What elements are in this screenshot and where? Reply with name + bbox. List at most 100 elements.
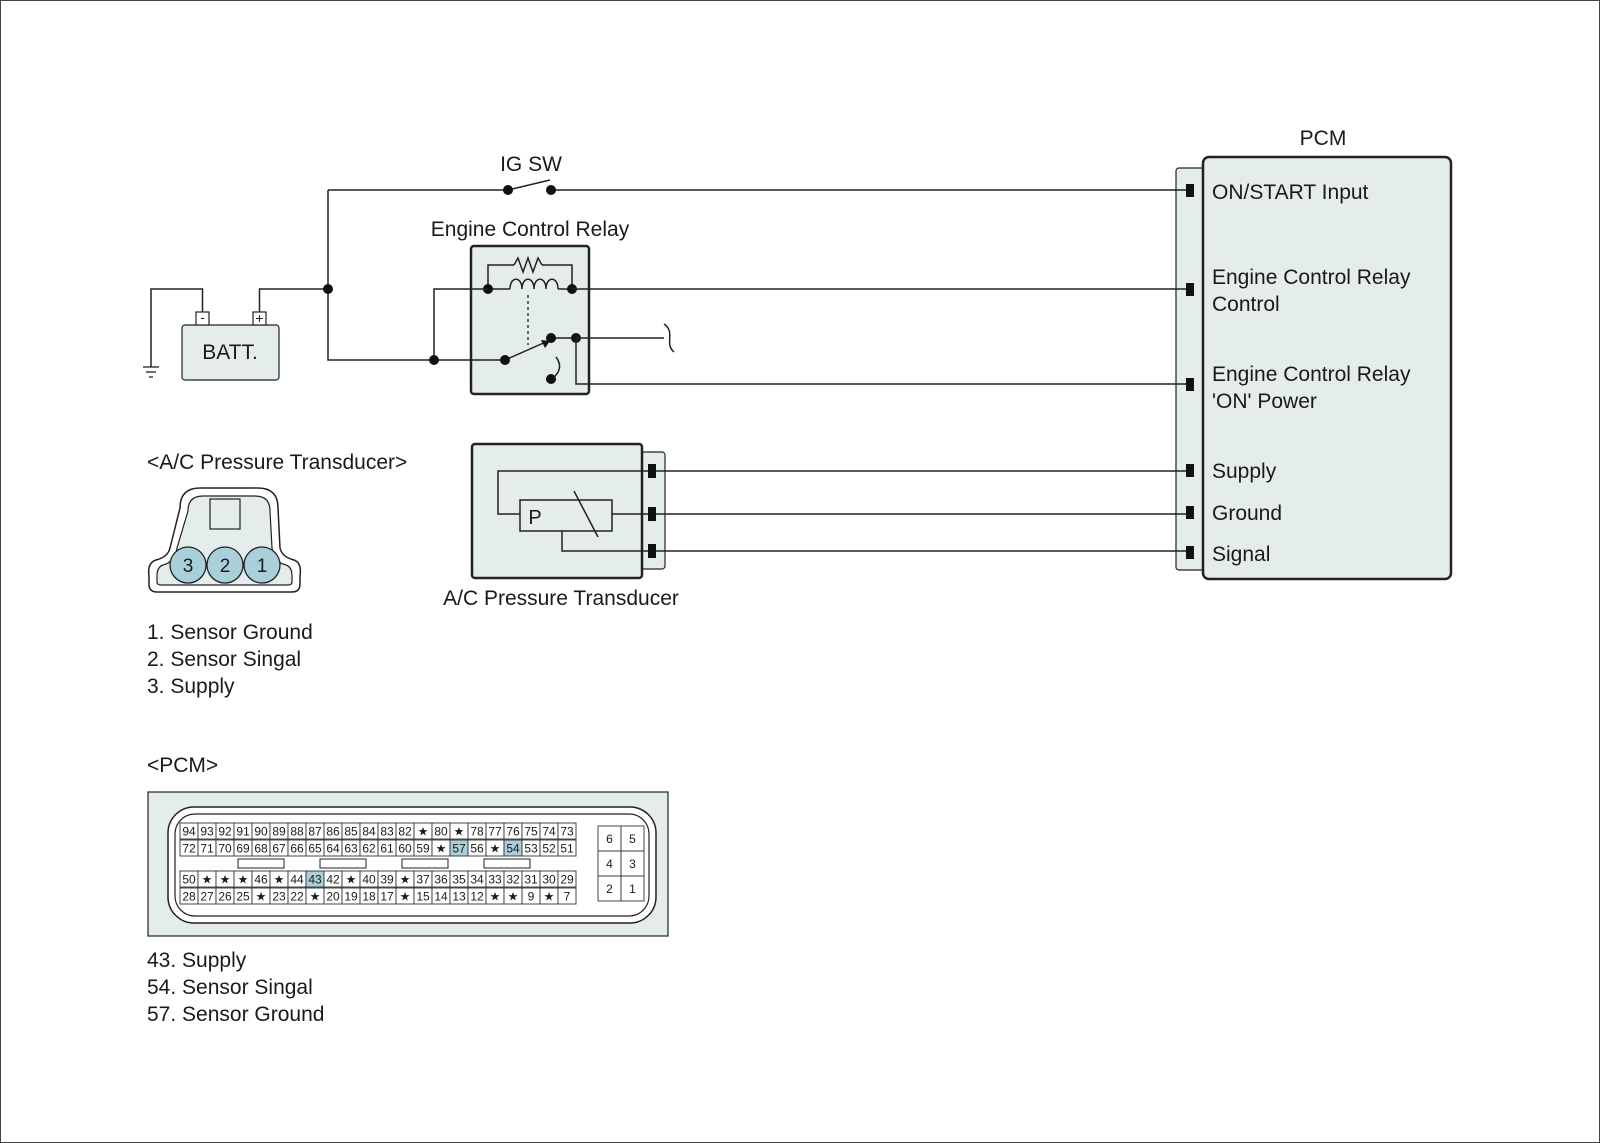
pcm-pin-cell: 82 (395, 822, 415, 840)
ground-wire (150, 288, 204, 367)
pcm-pin-cell: 86 (323, 822, 343, 840)
pcm-pin-cell: 83 (377, 822, 397, 840)
pcm-pin-cell: 15 (413, 887, 433, 905)
wire-break-icon (663, 323, 675, 353)
pcm-body (1201, 155, 1453, 581)
pcm-pin-cell: 89 (269, 822, 289, 840)
pcm-terminal (1186, 184, 1194, 197)
ig-sw-label: IG SW (500, 153, 562, 176)
pcm-pin-cell: 93 (197, 822, 217, 840)
pcm-pin-cell: 52 (539, 839, 559, 857)
pcm-pin-relay-power-line1: Engine Control Relay (1212, 363, 1411, 386)
pcm-pin-cell: 72 (179, 839, 199, 857)
pcm-pin-supply: Supply (1212, 460, 1277, 483)
pcm-pin-cell: 9 (521, 887, 541, 905)
pcm-pin-cell: 59 (413, 839, 433, 857)
battery-positive-wire (258, 288, 328, 312)
pcm-pin-cell: 68 (251, 839, 271, 857)
pcm-pin-signal: Signal (1212, 543, 1270, 566)
battery: - + BATT. (143, 288, 280, 381)
pcm-legend-item: 54. Sensor Singal (147, 976, 313, 999)
connector-key-slot (483, 858, 531, 869)
junction-dot (323, 284, 333, 294)
pcm-pin-cell: 51 (557, 839, 577, 857)
pcm-pin-cell: ★ (215, 870, 235, 888)
pcm-pin-cell: ★ (449, 822, 469, 840)
pcm-pin-unused-star: ★ (544, 890, 555, 904)
pcm-pin-cell: ★ (413, 822, 433, 840)
ac-pressure-transducer: P A/C Pressure Transducer (443, 442, 679, 610)
pcm-pin-number: 70 (218, 842, 232, 856)
pcm-pin-cell: 44 (287, 870, 307, 888)
pcm-pin-number: 46 (254, 873, 268, 887)
pcm-pin-number: 35 (452, 873, 466, 887)
pcm-pin-number: 61 (380, 842, 394, 856)
pcm-pin-cell: ★ (485, 839, 505, 857)
relay-blade-arrow-icon (541, 340, 550, 348)
pcm-small-pin-box (620, 875, 645, 902)
pcm-pin-cell: ★ (395, 887, 415, 905)
wiring-diagram: PCM ON/START Input Engine Control Relay … (143, 127, 1453, 610)
pcm-pin-number: 30 (542, 873, 556, 887)
pcm-pin-number: 71 (200, 842, 214, 856)
pcm-pin-cell: ★ (485, 887, 505, 905)
relay-coil-feed-wire (433, 288, 488, 360)
pcm-pin-number: 37 (416, 873, 430, 887)
pcm-pin-cell: 61 (377, 839, 397, 857)
pcm-pin-cell: 37 (413, 870, 433, 888)
pcm-pin-number: 60 (398, 842, 412, 856)
connector-pin-number: 3 (183, 556, 194, 577)
pcm-pin-cell: 64 (323, 839, 343, 857)
pcm-pin-cell: ★ (251, 887, 271, 905)
switch-contact (546, 185, 556, 195)
pcm-pin-cell: ★ (341, 870, 361, 888)
pcm-pin-cell-box (557, 839, 577, 857)
pcm-pin-cell: 7 (557, 887, 577, 905)
pcm-pin-number: 23 (272, 890, 286, 904)
pcm-pin-cell: 26 (215, 887, 235, 905)
pcm-legend-item: 57. Sensor Ground (147, 1003, 324, 1026)
pcm-small-pin-number: 5 (629, 832, 636, 846)
pcm-pin-relay-power-line2: 'ON' Power (1212, 390, 1317, 413)
pcm-pin-number: 77 (488, 825, 502, 839)
relay-coil-wire (542, 264, 573, 289)
battery-body (181, 324, 280, 381)
pcm-pin-cell: 31 (521, 870, 541, 888)
connector-pin (169, 546, 207, 584)
pcm-pin-number: 93 (200, 825, 214, 839)
pcm-small-pin-number: 2 (606, 882, 613, 896)
pcm-pin-cell: 65 (305, 839, 325, 857)
pcm-small-pin-cell: 3 (620, 850, 645, 877)
pcm-pin-cell: 85 (341, 822, 361, 840)
pcm-small-pin-cell: 5 (620, 825, 645, 852)
transducer-sensor-element (519, 499, 613, 532)
pcm-pin-cell: 94 (179, 822, 199, 840)
pcm-pin-number: 18 (362, 890, 376, 904)
pcm-pin-number: 29 (560, 873, 574, 887)
pcm-connector-title: <PCM> (147, 754, 218, 777)
pcm-pin-number: 43 (308, 873, 322, 887)
connector-pin (243, 546, 281, 584)
pcm-pin-number: 50 (182, 873, 196, 887)
connector-key-slot (237, 858, 285, 869)
pcm-small-pin-cell: 4 (597, 850, 622, 877)
pcm-pin-number: 88 (290, 825, 304, 839)
pcm-small-pin-number: 4 (606, 857, 613, 871)
pcm-small-pin-number: 1 (629, 882, 636, 896)
connector-pin (206, 546, 244, 584)
pcm-legend-item: 43. Supply (147, 949, 247, 972)
pcm-pin-cell: 13 (449, 887, 469, 905)
relay-switch-blade (504, 340, 549, 361)
pcm-pin-cell: 14 (431, 887, 451, 905)
pcm-pin-cell: 20 (323, 887, 343, 905)
pcm-pin-number: 28 (182, 890, 196, 904)
pcm-pin-cell: 40 (359, 870, 379, 888)
pcm-pin-number: 31 (524, 873, 538, 887)
pcm-pin-unused-star: ★ (400, 873, 411, 887)
pcm-pin-number: 63 (344, 842, 358, 856)
pcm-pin-number: 36 (434, 873, 448, 887)
transducer-supply-wire (497, 470, 648, 515)
pcm-pin-unused-star: ★ (418, 825, 429, 839)
pcm-terminal (1186, 378, 1194, 391)
